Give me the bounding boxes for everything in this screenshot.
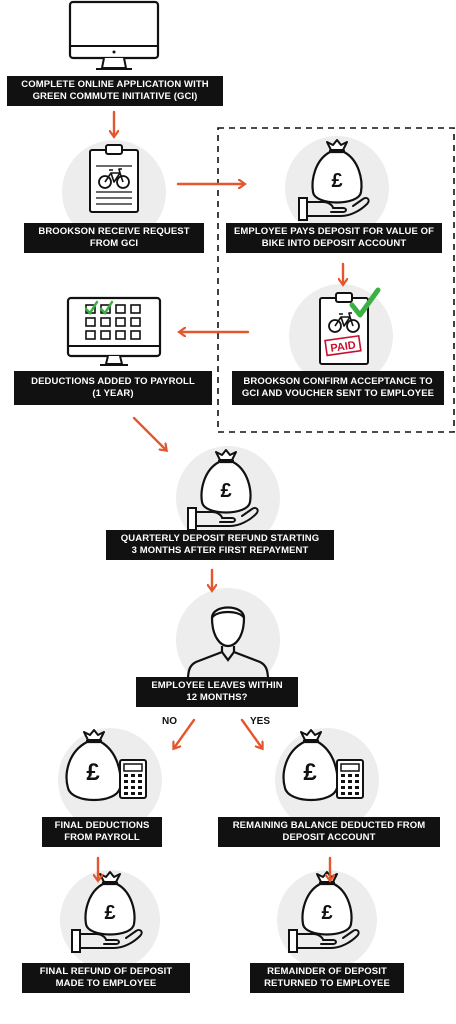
step-receive-request-label: BROOKSON RECEIVE REQUEST FROM GCI [24,223,204,253]
label-line: BROOKSON RECEIVE REQUEST [38,226,190,237]
label-line: REMAINING BALANCE DEDUCTED FROM [232,820,426,831]
check-icon [349,287,381,318]
paid-stamp: PAID [330,339,357,354]
label-line: MADE TO EMPLOYEE [55,978,157,989]
label-line: EMPLOYEE PAYS DEPOSIT FOR VALUE OF [233,226,435,237]
clipboard-paid-icon: PAID [319,287,381,365]
label-line: 12 MONTHS? [186,692,248,703]
label-line: COMPLETE ONLINE APPLICATION WITH [21,79,209,90]
label-line: QUARTERLY DEPOSIT REFUND STARTING [120,533,320,544]
label-line: EMPLOYEE LEAVES WITHIN [151,680,283,691]
step-remainder-returned-label: REMAINDER OF DEPOSIT RETURNED TO EMPLOYE… [250,963,404,993]
label-line: FINAL DEDUCTIONS [54,820,150,831]
monitor-icon [68,0,160,70]
step-final-deductions-label: FINAL DEDUCTIONS FROM PAYROLL [42,817,162,847]
label-line: GREEN COMMUTE INITIATIVE (GCI) [32,91,198,102]
arrow-yes [240,718,262,748]
label-line: BROOKSON CONFIRM ACCEPTANCE TO [243,376,433,387]
label-line: RETURNED TO EMPLOYEE [264,978,390,989]
label-line: DEDUCTIONS ADDED TO PAYROLL [31,376,195,387]
step-final-refund-label: FINAL REFUND OF DEPOSIT MADE TO EMPLOYEE [22,963,190,993]
calendar-monitor-icon [66,296,162,366]
deposit-process-group [217,127,455,433]
label-line: FROM PAYROLL [64,832,140,843]
label-line: (1 YEAR) [92,388,134,399]
step-employee-deposit-label: EMPLOYEE PAYS DEPOSIT FOR VALUE OF BIKE … [226,223,442,253]
person-icon [186,606,270,681]
step-online-application-label: COMPLETE ONLINE APPLICATION WITH GREEN C… [7,76,223,106]
step-confirm-acceptance-label: BROOKSON CONFIRM ACCEPTANCE TO GCI AND V… [232,371,444,405]
label-line: 3 MONTHS AFTER FIRST REPAYMENT [131,545,309,556]
label-line: DEPOSIT ACCOUNT [282,832,376,843]
step-remaining-balance-label: REMAINING BALANCE DEDUCTED FROM DEPOSIT … [218,817,440,847]
label-line: REMAINDER OF DEPOSIT [267,966,387,977]
label-line: GCI AND VOUCHER SENT TO EMPLOYEE [241,388,435,399]
label-line: FINAL REFUND OF DEPOSIT [39,966,173,977]
label-line: FROM GCI [89,238,139,249]
branch-yes-label: YES [250,716,271,727]
branch-no-label: NO [162,716,177,727]
arrow [132,416,166,450]
label-line: BIKE INTO DEPOSIT ACCOUNT [261,238,407,249]
step-employee-leaves-label: EMPLOYEE LEAVES WITHIN 12 MONTHS? [136,677,298,707]
step-quarterly-refund-label: QUARTERLY DEPOSIT REFUND STARTING 3 MONT… [106,530,334,560]
clipboard-bike-icon [89,144,139,213]
step-payroll-deductions-label: DEDUCTIONS ADDED TO PAYROLL (1 YEAR) [14,371,212,405]
arrow-no [174,718,196,748]
